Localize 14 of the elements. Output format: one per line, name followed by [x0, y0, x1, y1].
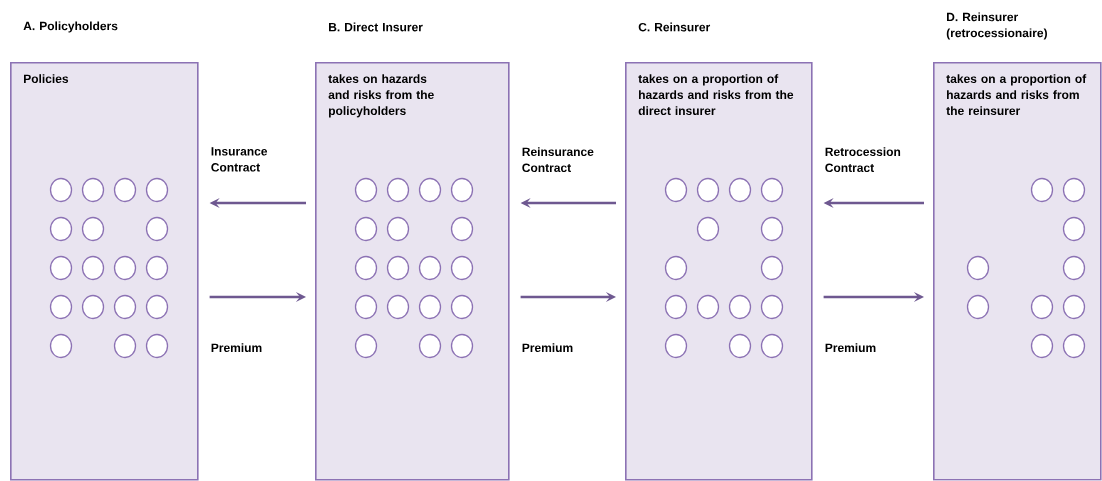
heading: C. Reinsurer [638, 22, 711, 32]
body-text: takes on a proportion of hazards and risks from the reinsurer [946, 74, 1087, 115]
body-text: takes on a proportion of hazards and risks from the direct insurer [638, 74, 794, 115]
heading: D. Reinsurer (retrocessionaire) [946, 12, 1047, 40]
heading: A. Policyholders [23, 21, 118, 33]
body-text: takes on hazards and risks from the policyholders [328, 74, 434, 118]
heading: B. Direct Insurer [329, 22, 423, 32]
edge-label: Premium [522, 343, 573, 352]
edge-label: Reinsurance Contract [522, 147, 594, 172]
edge-label: Premium [211, 343, 262, 352]
body-text: Policies [24, 74, 69, 83]
edge-label: Premium [825, 343, 876, 352]
edge-label: Retrocession Contract [825, 147, 901, 172]
edge-label: Insurance Contract [211, 147, 268, 172]
